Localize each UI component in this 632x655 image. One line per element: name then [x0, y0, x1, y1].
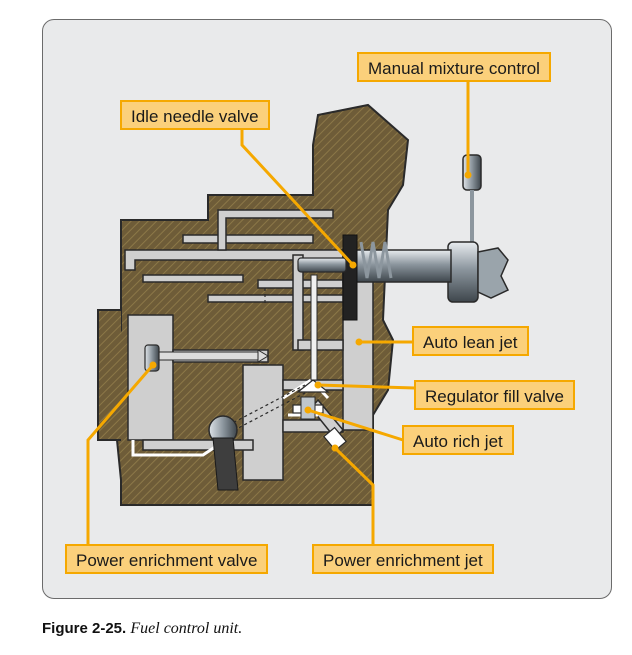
leader-lines	[86, 80, 470, 545]
fuel-control-unit-diagram	[86, 80, 510, 545]
label-power-enrichment-jet: Power enrichment jet	[312, 544, 494, 574]
label-power-enrichment-valve: Power enrichment valve	[65, 544, 269, 574]
label-auto-lean-jet: Auto lean jet	[412, 326, 529, 356]
leader-dots	[149, 171, 472, 452]
mixture-control-assembly	[297, 154, 510, 321]
label-manual-mixture-control: Manual mixture control	[357, 52, 551, 82]
label-auto-rich-jet: Auto rich jet	[402, 425, 514, 455]
caption-text: Fuel control unit.	[130, 620, 243, 637]
caption-number: Figure 2-25.	[42, 620, 127, 637]
label-idle-needle-valve: Idle needle valve	[120, 100, 270, 130]
figure-frame	[42, 19, 612, 599]
label-regulator-fill-valve: Regulator fill valve	[414, 380, 575, 410]
dashed-links	[222, 288, 306, 437]
figure-caption: Figure 2-25. Fuel control unit.	[42, 620, 242, 638]
